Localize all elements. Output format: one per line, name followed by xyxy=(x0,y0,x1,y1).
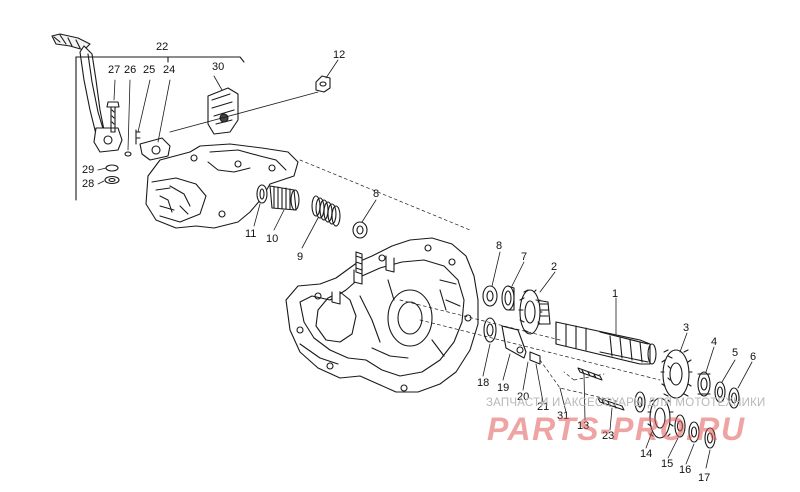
callout-12: 12 xyxy=(333,49,346,61)
screw-13 xyxy=(577,367,603,381)
callout-9: 9 xyxy=(297,251,304,263)
callout-8a: 8 xyxy=(373,188,380,200)
callout-23: 23 xyxy=(602,430,615,442)
callout-16: 16 xyxy=(679,464,692,476)
assembly-axis-lines xyxy=(299,159,661,403)
main-shaft-1 xyxy=(555,321,657,365)
callout-13: 13 xyxy=(577,420,590,432)
callout-30: 30 xyxy=(212,61,225,73)
bushing-11 xyxy=(256,184,268,204)
kickstart-lever xyxy=(51,33,123,153)
circlip-17 xyxy=(704,427,716,449)
callout-17: 17 xyxy=(698,472,711,484)
ring-7 xyxy=(501,285,515,311)
bracket-30 xyxy=(207,87,239,135)
group-bracket-22 xyxy=(75,56,245,201)
washer-left-lower xyxy=(634,391,646,413)
callout-15: 15 xyxy=(661,458,674,470)
callout-22: 22 xyxy=(156,41,169,53)
callout-29: 29 xyxy=(82,164,95,176)
callout-5: 5 xyxy=(732,347,739,359)
bolt-27 xyxy=(106,101,120,133)
callout-3: 3 xyxy=(683,322,690,334)
callout-19: 19 xyxy=(497,382,510,394)
stud-upper xyxy=(355,251,363,275)
callout-31: 31 xyxy=(557,410,570,422)
pedal-hub-24 xyxy=(139,137,171,161)
nut-12 xyxy=(315,75,331,93)
washer-29 xyxy=(105,164,119,172)
callout-28: 28 xyxy=(82,178,95,190)
gear-2 xyxy=(518,289,551,335)
callout-18: 18 xyxy=(477,377,490,389)
bolt-20 xyxy=(529,351,541,365)
callout-20: 20 xyxy=(517,391,530,403)
circlip-28 xyxy=(104,175,120,185)
watermark-tagline: ЗАПЧАСТИ И АКСЕССУАРЫ ДЛЯ МОТОТЕХНИКИ xyxy=(486,397,766,409)
watermark-logo: PARTS-PRO.RU xyxy=(487,411,746,447)
callout-26: 26 xyxy=(124,64,137,76)
callout-25: 25 xyxy=(143,64,156,76)
callout-8b: 8 xyxy=(496,240,503,252)
washer-8-lower xyxy=(482,285,498,307)
callout-21: 21 xyxy=(537,401,550,413)
callout-24: 24 xyxy=(163,64,176,76)
gear-14 xyxy=(647,397,674,439)
callout-11: 11 xyxy=(245,228,257,240)
spring-9 xyxy=(311,195,341,227)
screw-23 xyxy=(597,397,625,411)
washer-8-upper xyxy=(352,221,368,239)
washer-5 xyxy=(714,381,726,403)
leader-lines xyxy=(97,59,753,469)
circlip-6 xyxy=(728,387,740,409)
bearing-4 xyxy=(697,371,711,397)
crankcase-main xyxy=(285,237,479,393)
callout-4: 4 xyxy=(711,336,718,348)
washer-18 xyxy=(483,317,497,343)
crankcase-cover xyxy=(145,143,299,229)
needle-bearing-10 xyxy=(269,185,300,211)
spacer-15 xyxy=(674,414,686,438)
callout-2: 2 xyxy=(551,261,558,273)
callout-7: 7 xyxy=(521,251,528,263)
gear-3 xyxy=(660,349,693,399)
callout-10: 10 xyxy=(266,233,279,245)
callout-14: 14 xyxy=(640,448,653,460)
washer-16 xyxy=(688,421,700,443)
callout-6: 6 xyxy=(750,351,757,363)
callout-27: 27 xyxy=(108,64,121,76)
pin-26 xyxy=(124,151,132,157)
callout-1: 1 xyxy=(612,288,619,300)
plate-19 xyxy=(501,325,527,359)
